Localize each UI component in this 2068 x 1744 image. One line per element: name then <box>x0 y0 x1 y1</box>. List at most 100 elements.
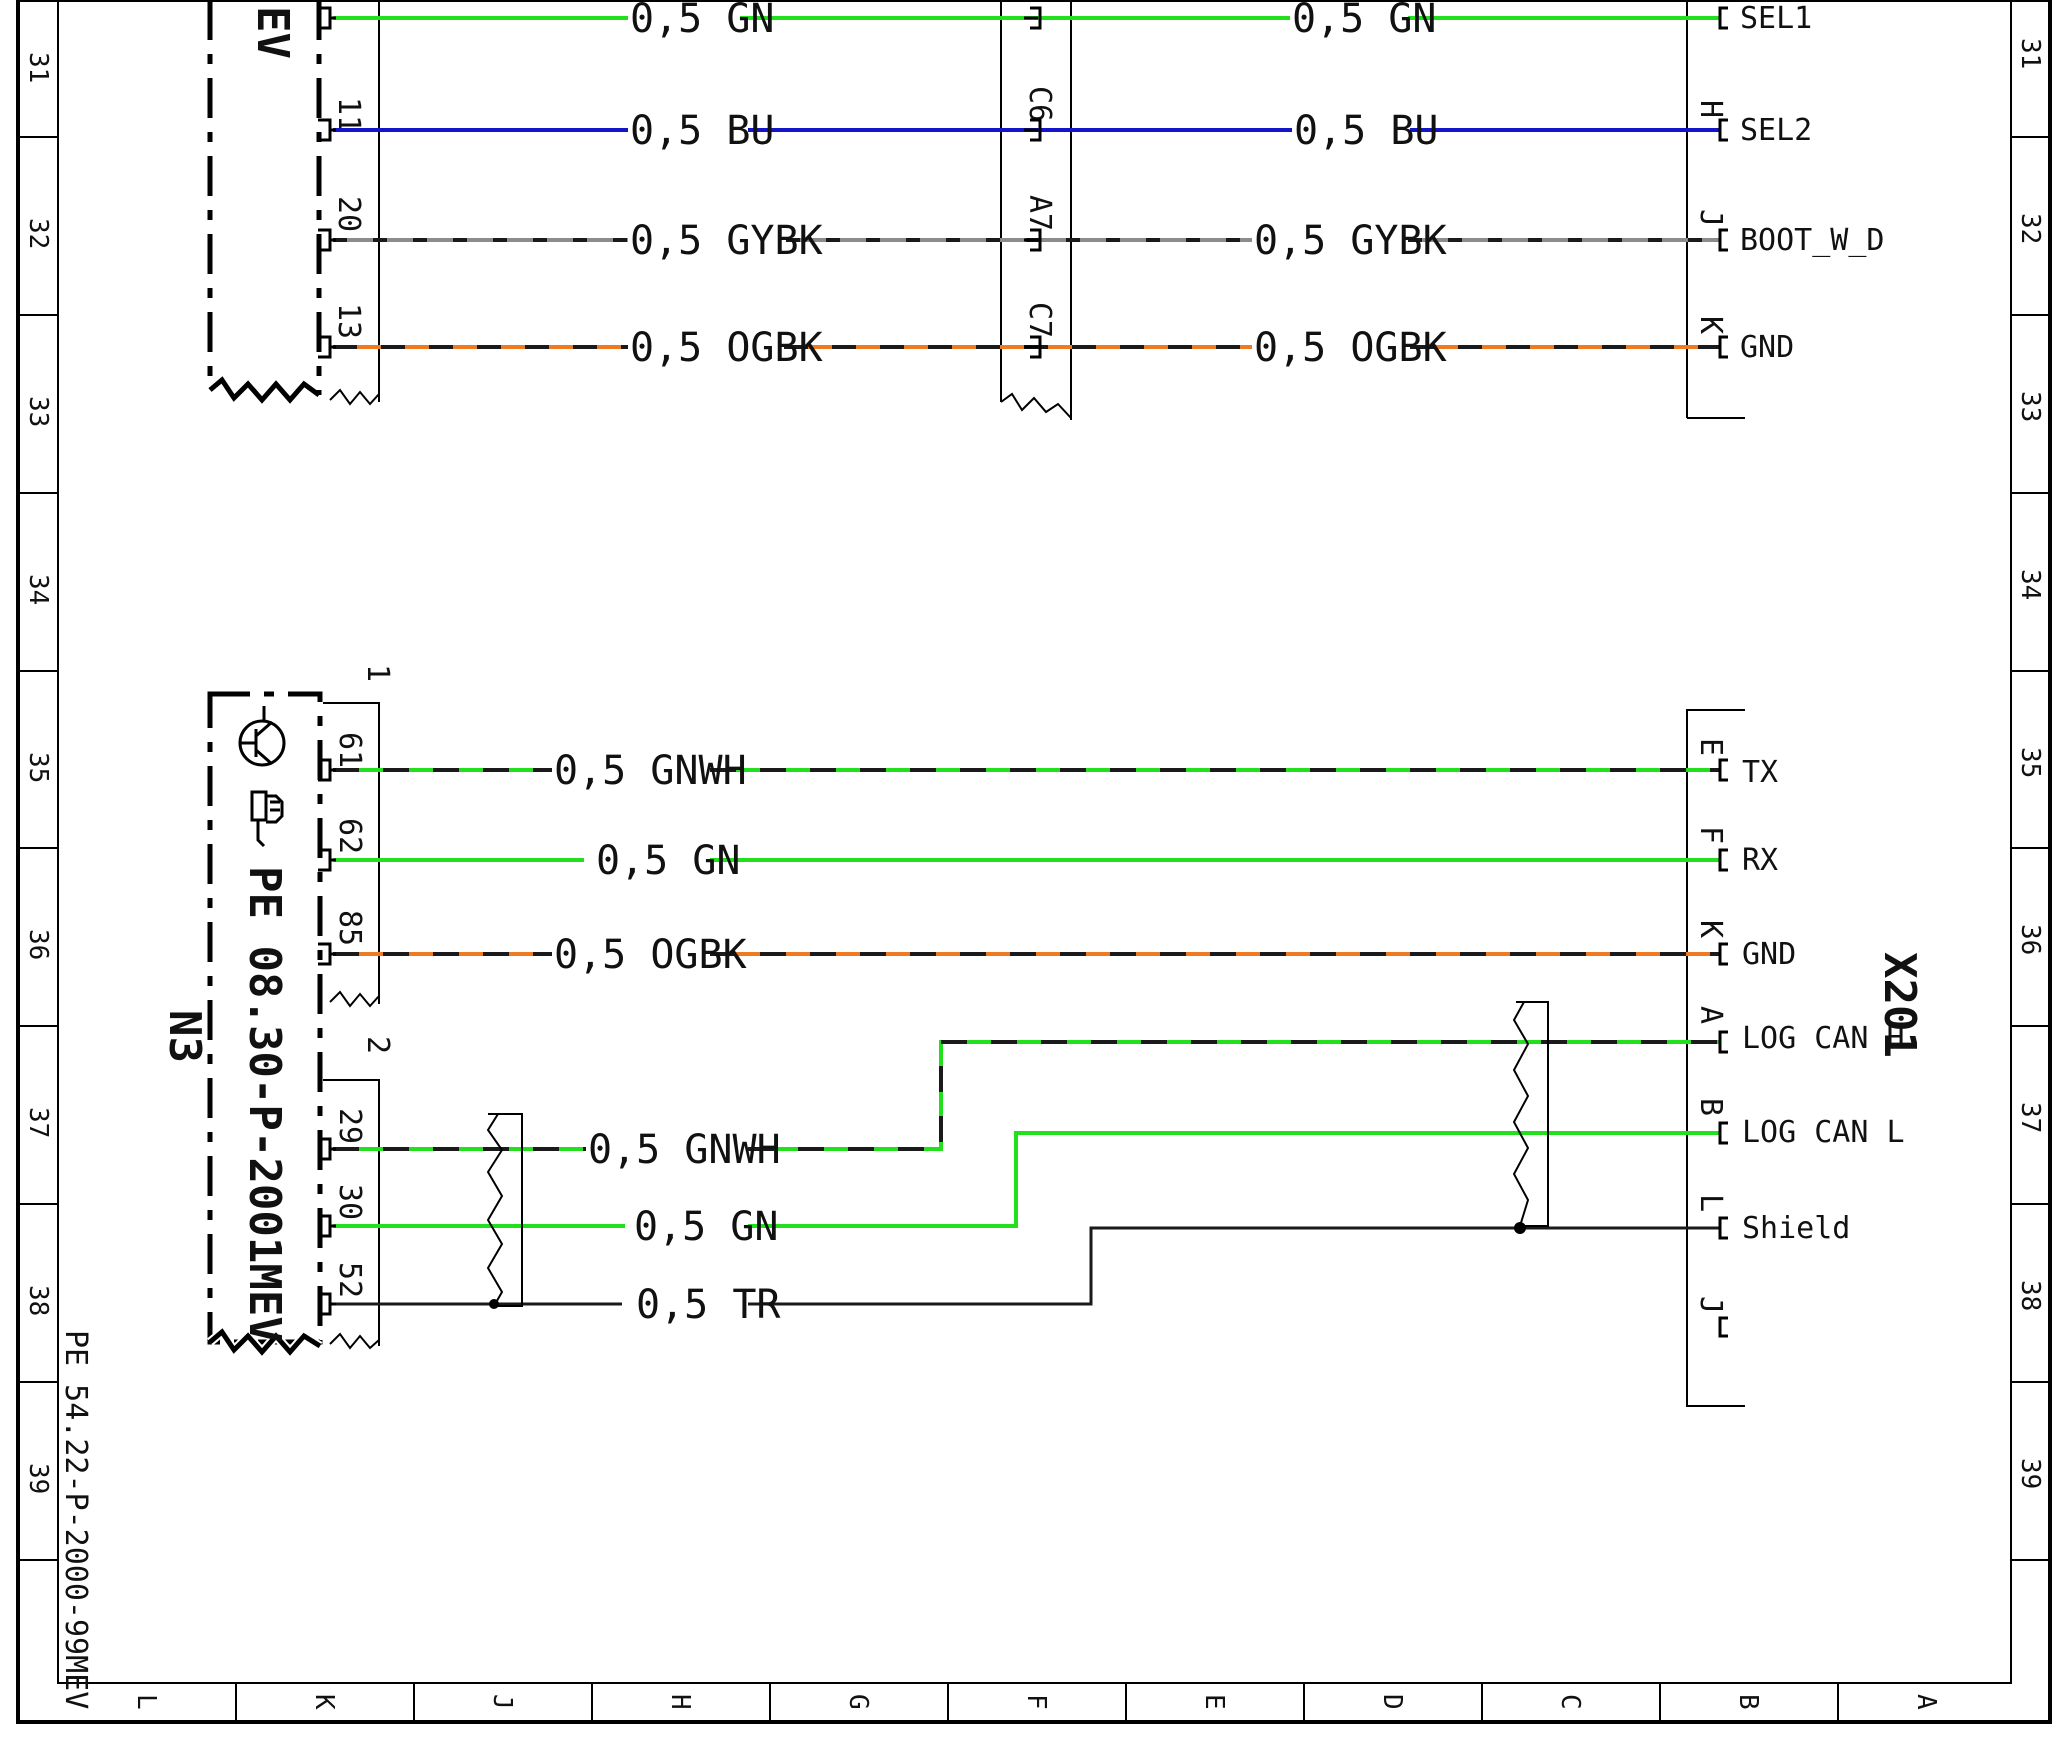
transistor-icon <box>238 706 286 767</box>
pin-number: 62 <box>332 818 367 854</box>
pin-letter: B <box>1693 1098 1728 1116</box>
row-label: 36 <box>2015 924 2045 955</box>
pin-number: 11 <box>331 97 366 133</box>
signal-label: BOOT_W_D <box>1740 223 1885 258</box>
n3-module: PE 08.30-P-2001MEV N3 <box>159 691 323 1359</box>
module-reference: PE 08.30-P-2001MEV <box>239 866 290 1343</box>
row-label: 39 <box>2015 1458 2045 1489</box>
top-mid-connector: C6 A7 C7 <box>1000 0 1072 420</box>
pin-number: 13 <box>331 303 366 339</box>
bottom-wires <box>333 768 1720 1306</box>
signal-label: GND <box>1740 330 1794 365</box>
bottom-wire-labels: 0,5 GNWH 0,5 GN 0,5 OGBK 0,5 GNWH 0,5 GN… <box>554 748 781 1328</box>
column-label: G <box>843 1694 873 1710</box>
wire-label: 0,5 GYBK <box>1254 218 1447 264</box>
row-label: 38 <box>2015 1280 2045 1311</box>
row-label: 32 <box>2015 213 2045 244</box>
wire-label: 0,5 OGBK <box>630 325 823 371</box>
wire-label: 0,5 BU <box>1294 108 1439 154</box>
signal-label: TX <box>1742 755 1778 790</box>
pin-letter: K <box>1693 920 1728 938</box>
row-label: 31 <box>2015 38 2045 69</box>
pin-number: 29 <box>332 1108 367 1144</box>
top-wires <box>333 16 1720 349</box>
pin-letter: A <box>1693 1006 1728 1024</box>
pin-number: 30 <box>332 1184 367 1220</box>
row-label: 33 <box>2015 391 2045 422</box>
column-label: J <box>487 1694 517 1710</box>
signal-label: SEL2 <box>1740 113 1812 148</box>
plug-label: 1 <box>360 664 395 682</box>
column-label: D <box>1377 1694 1407 1710</box>
wire-label: 0,5 GN <box>596 838 741 884</box>
signal-label: RX <box>1742 843 1778 878</box>
pin-number: 85 <box>332 910 367 946</box>
pin-letter: J <box>1693 209 1728 227</box>
wire-label: 0,5 GN <box>634 1204 779 1250</box>
side-reference: PE 54.22-P-2000-99MEV <box>58 1330 93 1709</box>
column-labels: L K J H G F E D C B A <box>131 1694 1941 1710</box>
signal-label: LOG CAN H <box>1742 1021 1905 1056</box>
column-label: A <box>1911 1694 1941 1710</box>
pin-number: 61 <box>332 732 367 768</box>
pointing-hand-icon <box>250 790 284 848</box>
pin-number: 20 <box>331 196 366 232</box>
column-label: H <box>665 1694 695 1710</box>
pin-letter: L <box>1693 1194 1728 1212</box>
column-label: K <box>309 1694 339 1710</box>
column-label: B <box>1733 1694 1763 1710</box>
row-label: 35 <box>23 752 53 783</box>
pin-letter: E <box>1693 738 1728 756</box>
x201-connector: X201 E F K A B L J TX RX GND LOG CAN H L… <box>1686 709 1925 1407</box>
row-label: 33 <box>23 396 53 427</box>
pin-letter: J <box>1693 1296 1728 1314</box>
row-label: 37 <box>23 1107 53 1138</box>
pin-number: C7 <box>1022 302 1057 338</box>
n3-plugs: 1 2 61 62 85 29 30 52 <box>323 664 395 1350</box>
wire-label: 0,5 GNWH <box>588 1127 781 1173</box>
signal-label: SEL1 <box>1740 1 1812 36</box>
top-left-module: EV 11 20 13 <box>207 0 380 406</box>
twisted-pair-shield-left <box>486 1113 523 1309</box>
drawing-frame <box>16 0 2052 1724</box>
row-label: 36 <box>23 929 53 960</box>
column-label: E <box>1199 1694 1229 1710</box>
pin-number: 52 <box>332 1262 367 1298</box>
pin-letter: F <box>1693 826 1728 844</box>
row-label: 38 <box>23 1285 53 1316</box>
wire-label: 0,5 GN <box>1292 0 1437 42</box>
row-label: 35 <box>2015 747 2045 778</box>
wire-label: 0,5 GYBK <box>630 218 823 264</box>
row-label: 39 <box>23 1463 53 1494</box>
module-name: N3 <box>159 1010 210 1063</box>
pin-number: C6 <box>1022 86 1057 122</box>
row-label: 34 <box>2015 569 2045 600</box>
column-label: C <box>1555 1694 1585 1710</box>
row-label: 31 <box>23 52 53 83</box>
row-label: 37 <box>2015 1102 2045 1133</box>
twisted-pair-shield-right <box>1512 1001 1549 1234</box>
pin-letter: K <box>1693 316 1728 334</box>
connector-name: X201 <box>1874 952 1925 1058</box>
wire-label: 0,5 GNWH <box>554 748 747 794</box>
wire-label: 0,5 GN <box>630 0 775 42</box>
row-labels-left: 31 32 33 34 35 36 37 38 39 <box>23 52 53 1494</box>
signal-label: GND <box>1742 937 1796 972</box>
signal-label: Shield <box>1742 1211 1850 1246</box>
wire-label: 0,5 OGBK <box>1254 325 1447 371</box>
top-right-connector: H J K <box>1686 0 1745 419</box>
module-label-partial: EV <box>247 6 298 59</box>
plug-label: 2 <box>360 1036 395 1054</box>
bottom-pin-symbols <box>318 758 1728 1338</box>
pin-letter: H <box>1693 100 1728 118</box>
column-label: L <box>131 1694 161 1710</box>
row-labels-right: 31 32 33 34 35 36 37 38 39 <box>2015 38 2045 1489</box>
signal-label: LOG CAN L <box>1742 1115 1905 1150</box>
pin-number: A7 <box>1022 195 1057 231</box>
row-label: 34 <box>23 574 53 605</box>
wire-label: 0,5 BU <box>630 108 775 154</box>
top-wire-labels: 0,5 GN 0,5 GN SEL1 0,5 BU 0,5 BU SEL2 0,… <box>630 0 1885 371</box>
top-pin-symbols <box>318 6 1728 359</box>
wire-label: 0,5 OGBK <box>554 932 747 978</box>
